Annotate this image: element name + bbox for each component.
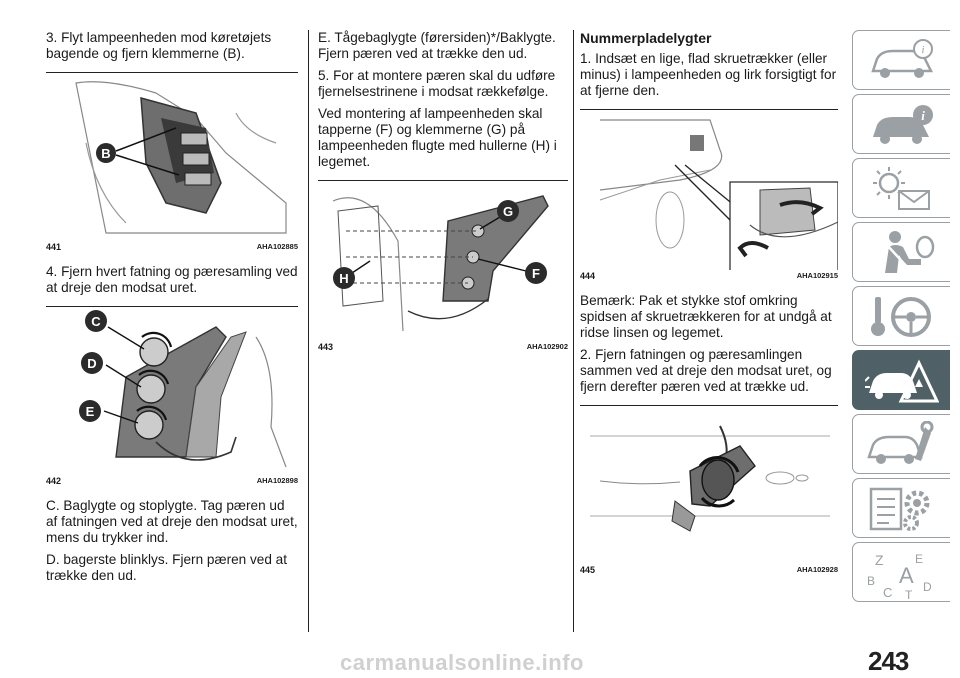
plate-note-text: Bemærk: Pak et stykke stof omkring spids… (580, 293, 832, 340)
plate-step-2-text: 2. Fjern fatningen og pæresamlingen samm… (580, 347, 832, 394)
note-e-text: E. Tågebaglygte (førersiden)*/Baklygte. … (318, 30, 556, 61)
figure-caption: 443 AHA102902 (318, 341, 568, 352)
figure-443: G H F 443 AHA102902 (318, 180, 568, 352)
car-warning-info-icon[interactable]: i (852, 94, 950, 154)
breakdown-warning-triangle-icon[interactable] (852, 350, 950, 410)
seatbelt-airbag-icon[interactable] (852, 222, 950, 282)
taillamp-clips-illustration: B (75, 81, 287, 234)
svg-text:Z: Z (875, 552, 884, 568)
car-service-wrench-icon[interactable] (852, 414, 950, 474)
svg-text:D: D (923, 580, 932, 594)
figure-number: 445 (580, 565, 596, 575)
column-divider (573, 30, 574, 632)
lights-messages-icon[interactable] (852, 158, 950, 218)
figure-caption: 441 AHA102885 (46, 241, 298, 252)
lamp-mounting-illustration: G H F (332, 195, 549, 332)
column-middle: E. Tågebaglygte (førersiden)*/Baklygte. … (318, 30, 568, 364)
plate-lamp-socket-illustration (590, 425, 830, 532)
chapter-tabs: i i Z E A B C T D (852, 30, 960, 678)
callout-g: G (503, 204, 513, 219)
figure-caption: 445 AHA102928 (580, 564, 838, 575)
svg-text:A: A (899, 563, 914, 588)
figure-444: 444 AHA102915 (580, 109, 838, 281)
step-3-text: 3. Flyt lampeenheden mod køretøjets bage… (46, 30, 272, 61)
callout-f: F (532, 266, 540, 281)
figure-code: AHA102928 (796, 565, 838, 574)
key-steering-wheel-icon[interactable] (852, 286, 950, 346)
figure-number: 441 (46, 242, 62, 252)
callout-b: B (101, 146, 110, 161)
step-5-text: 5. For at montere pæren skal du udføre f… (318, 68, 556, 99)
mounting-text: Ved montering af lampeenheden skal tappe… (318, 106, 557, 169)
callout-h: H (339, 271, 348, 286)
figure-caption: 442 AHA102898 (46, 475, 298, 486)
svg-text:T: T (905, 588, 913, 601)
column-left: 3. Flyt lampeenheden mod køretøjets bage… (46, 30, 298, 590)
figure-code: AHA102885 (256, 242, 298, 251)
svg-text:i: i (921, 108, 925, 123)
plate-step-1-text: 1. Indsæt en lige, flad skruetrækker (el… (580, 51, 837, 98)
screwdriver-pry-illustration (599, 119, 838, 270)
figure-caption: 444 AHA102915 (580, 270, 838, 281)
column-divider (308, 30, 309, 632)
figure-number: 444 (580, 271, 596, 281)
step-4-text: 4. Fjern hvert fatning og pæresamling ve… (46, 264, 298, 295)
svg-text:i: i (921, 44, 924, 56)
svg-text:B: B (867, 574, 875, 588)
callout-c: C (91, 314, 101, 329)
figure-441: B 441 AHA102885 (46, 72, 298, 252)
callout-d: D (87, 356, 96, 371)
column-right: Nummerpladelygter 1. Indsæt en lige, fla… (580, 30, 838, 587)
note-d-text: D. bagerste blinklys. Fjern pæren ved at… (46, 552, 288, 583)
figure-445: 445 AHA102928 (580, 405, 838, 575)
figure-number: 443 (318, 342, 334, 352)
bulb-sockets-illustration: C D E (79, 310, 287, 468)
note-c-text: C. Baglygte og stoplygte. Tag pæren ud a… (46, 498, 298, 545)
specifications-gear-icon[interactable] (852, 478, 950, 538)
figure-code: AHA102915 (796, 271, 838, 280)
figure-442: C D E 442 AHA102898 (46, 306, 298, 486)
figure-code: AHA102898 (256, 476, 298, 485)
svg-text:E: E (915, 552, 923, 566)
section-heading: Nummerpladelygter (580, 30, 712, 46)
figure-number: 442 (46, 476, 62, 486)
watermark: carmanualsonline.info (340, 650, 584, 675)
figure-code: AHA102902 (526, 342, 568, 351)
alphabetical-index-icon[interactable]: Z E A B C T D (852, 542, 950, 602)
page-number: 243 (868, 646, 909, 676)
car-info-icon[interactable]: i (852, 30, 950, 90)
svg-text:C: C (883, 585, 892, 600)
callout-e: E (86, 404, 95, 419)
